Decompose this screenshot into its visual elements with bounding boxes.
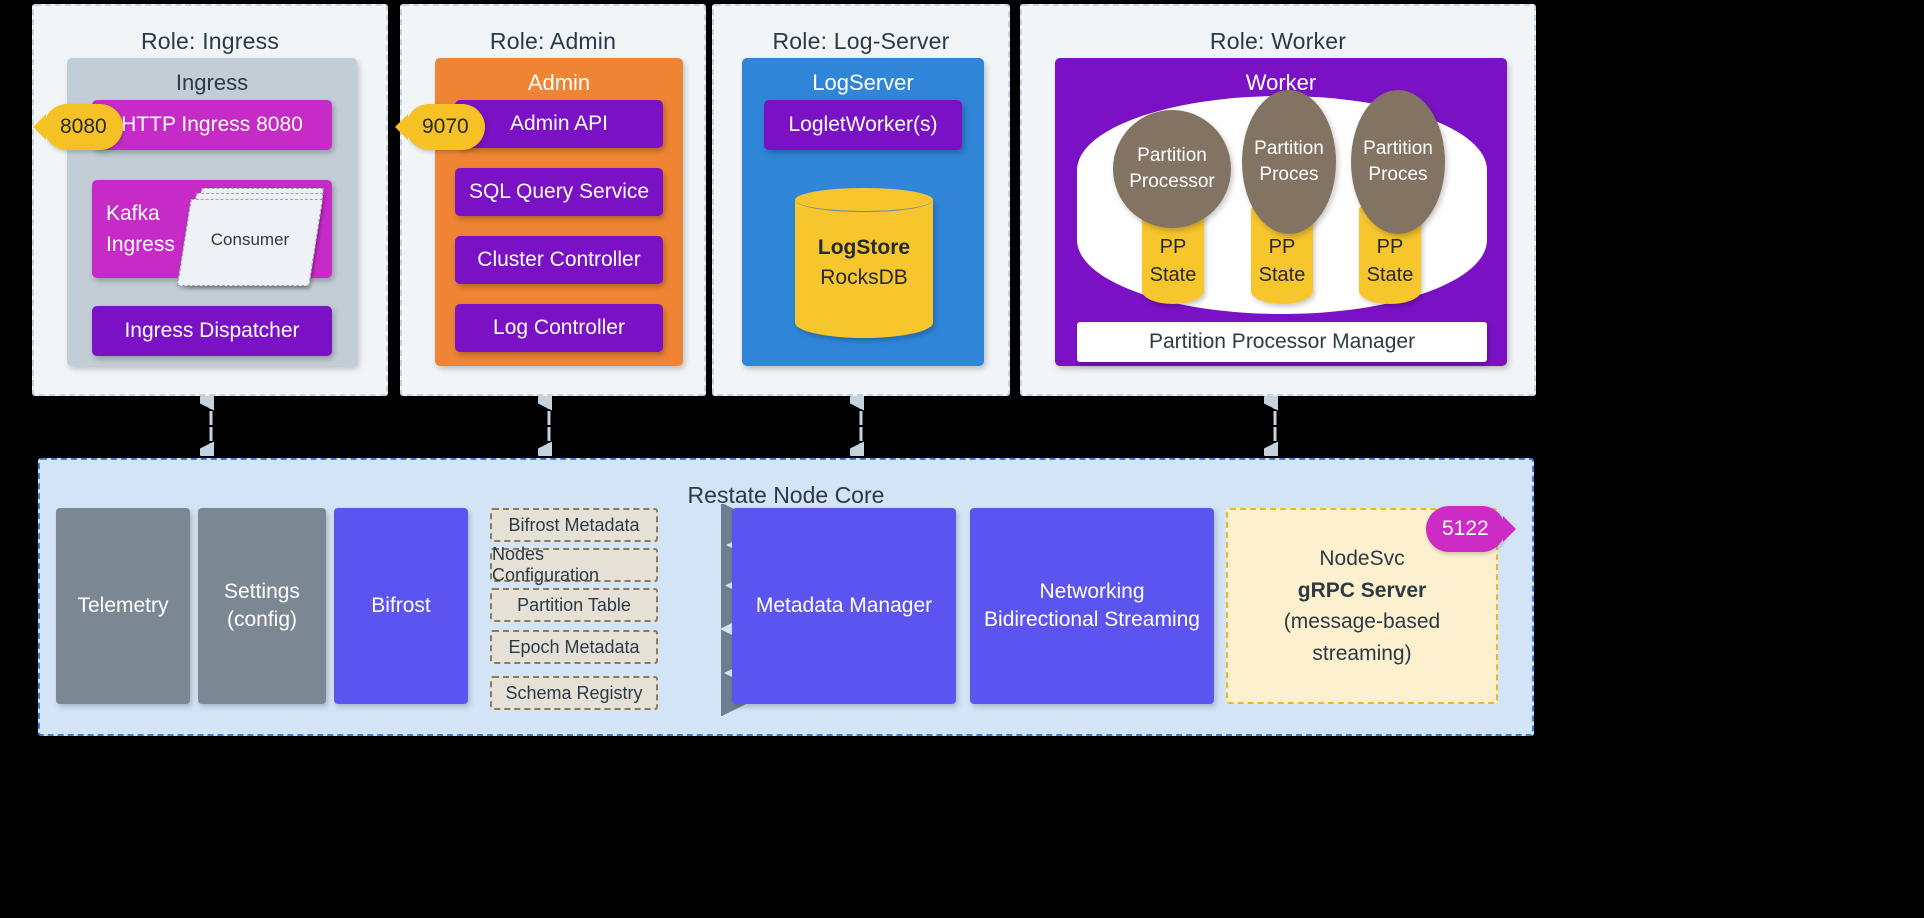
core-card-bifrost[interactable]: Bifrost: [334, 508, 468, 704]
cylinder-body: [795, 199, 933, 338]
connector-admin: [538, 396, 552, 456]
service-loglet-worker[interactable]: LogletWorker(s): [764, 100, 962, 150]
store-engine: RocksDB: [820, 266, 908, 289]
meta-label: Epoch Metadata: [508, 636, 640, 657]
group-box-worker: Worker Partition Processor PP State Part…: [1055, 58, 1507, 366]
port-badge-5122: 5122: [1426, 506, 1505, 552]
card-label: Bifrost: [371, 593, 431, 617]
meta-label: Nodes Configuration: [492, 544, 600, 585]
meta-box-partition-table[interactable]: Partition Table: [490, 588, 658, 622]
group-label-logserver: LogServer: [812, 70, 914, 95]
pp-state-line2: State: [1258, 264, 1306, 286]
nodesvc-name: NodeSvc: [1319, 547, 1405, 570]
service-label: SQL Query Service: [468, 179, 650, 203]
core-card-metadata-manager[interactable]: Metadata Manager: [732, 508, 956, 704]
core-card-networking[interactable]: Networking Bidirectional Streaming: [970, 508, 1214, 704]
service-label: Ingress Dispatcher: [124, 318, 300, 342]
partition-processor-manager[interactable]: Partition Processor Manager: [1077, 322, 1487, 362]
port-badge-9070: 9070: [406, 104, 485, 150]
partition-processor-3[interactable]: Partition Proces: [1351, 90, 1445, 234]
group-box-admin: Admin Admin API SQL Query Service Cluste…: [435, 58, 683, 366]
partition-processor-2[interactable]: Partition Proces: [1242, 90, 1336, 234]
cylinder-top: [795, 188, 933, 212]
service-admin-api[interactable]: Admin API: [455, 100, 663, 148]
role-panel-worker: Role: Worker Worker Partition Processor …: [1020, 4, 1536, 396]
port-value: 5122: [1442, 517, 1489, 540]
nodesvc-kind: gRPC Server: [1297, 578, 1427, 602]
service-label: HTTP Ingress 8080: [121, 112, 303, 136]
service-http-ingress[interactable]: HTTP Ingress 8080: [92, 100, 332, 150]
service-cluster-controller[interactable]: Cluster Controller: [455, 236, 663, 284]
role-title-admin: Role: Admin: [489, 28, 617, 54]
group-label-ingress: Ingress: [175, 70, 249, 95]
card-label: Networking Bidirectional Streaming: [984, 579, 1200, 631]
role-panel-admin: Role: Admin Admin Admin API SQL Query Se…: [400, 4, 706, 396]
role-title-worker: Role: Worker: [1209, 28, 1347, 54]
meta-box-bifrost-metadata[interactable]: Bifrost Metadata: [490, 508, 658, 542]
connector-worker: [1264, 396, 1278, 456]
port-value: 9070: [422, 115, 469, 138]
pp-state-line1: PP: [1376, 236, 1404, 258]
service-label: Admin API: [509, 111, 609, 135]
service-log-controller[interactable]: Log Controller: [455, 304, 663, 352]
role-panel-log-server: Role: Log-Server LogServer LogletWorker(…: [712, 4, 1010, 396]
service-label: LogletWorker(s): [788, 112, 938, 136]
connector-ingress: [200, 396, 214, 456]
card-label: Metadata Manager: [755, 593, 933, 617]
pp-state-label: PP State: [1142, 200, 1204, 304]
pp-state-line2: State: [1149, 264, 1197, 286]
core-card-nodesvc[interactable]: NodeSvc gRPC Server (message-based strea…: [1226, 508, 1498, 704]
cylinder-label: LogStore RocksDB: [795, 188, 933, 338]
card-label: Telemetry: [77, 593, 169, 617]
pp-state-line1: PP: [1268, 236, 1296, 258]
service-label: Cluster Controller: [477, 247, 641, 271]
role-title-log-server: Role: Log-Server: [772, 28, 950, 54]
manager-label: Partition Processor Manager: [1148, 330, 1416, 353]
service-ingress-dispatcher[interactable]: Ingress Dispatcher: [92, 306, 332, 356]
partition-processor-1[interactable]: Partition Processor: [1113, 110, 1231, 228]
meta-box-nodes-configuration[interactable]: Nodes Configuration: [490, 544, 658, 585]
service-label: Log Controller: [493, 315, 625, 339]
role-title-ingress: Role: Ingress: [140, 28, 280, 54]
pp-state-line1: PP: [1159, 236, 1187, 258]
role-panel-ingress: Role: Ingress Ingress HTTP Ingress 8080 …: [32, 4, 388, 396]
port-badge-8080: 8080: [44, 104, 123, 150]
processor-label: Partition Proces: [1363, 138, 1433, 185]
pp-state-label: PP State: [1359, 200, 1421, 304]
core-card-telemetry[interactable]: Telemetry: [56, 508, 190, 704]
core-card-settings[interactable]: Settings (config): [198, 508, 326, 704]
connector-log-server: [850, 396, 864, 456]
pp-state-label: PP State: [1251, 200, 1313, 304]
port-value: 8080: [60, 115, 107, 138]
meta-box-schema-registry[interactable]: Schema Registry: [490, 676, 658, 710]
store-name: LogStore: [817, 235, 911, 259]
group-label-admin: Admin: [527, 70, 591, 95]
kafka-consumer-note: Consumer: [177, 188, 324, 286]
core-panel: Restate Node Core Telemetry Settings (co…: [38, 458, 1534, 736]
pp-state-line2: State: [1366, 264, 1414, 286]
meta-box-epoch-metadata[interactable]: Epoch Metadata: [490, 630, 658, 664]
processor-label: Partition Processor: [1129, 145, 1215, 192]
processor-label: Partition Proces: [1254, 138, 1324, 185]
note-label: Consumer: [210, 230, 290, 250]
logstore-cylinder: LogStore RocksDB: [795, 188, 933, 338]
meta-label: Partition Table: [517, 594, 631, 615]
core-title: Restate Node Core: [687, 482, 885, 508]
card-label: Settings (config): [224, 579, 300, 631]
service-sql-query[interactable]: SQL Query Service: [455, 168, 663, 216]
meta-label: Bifrost Metadata: [508, 514, 640, 535]
meta-label: Schema Registry: [505, 682, 643, 703]
group-box-logserver: LogServer LogletWorker(s) LogStore Rocks…: [742, 58, 984, 366]
nodesvc-detail: (message-based streaming): [1283, 610, 1441, 665]
